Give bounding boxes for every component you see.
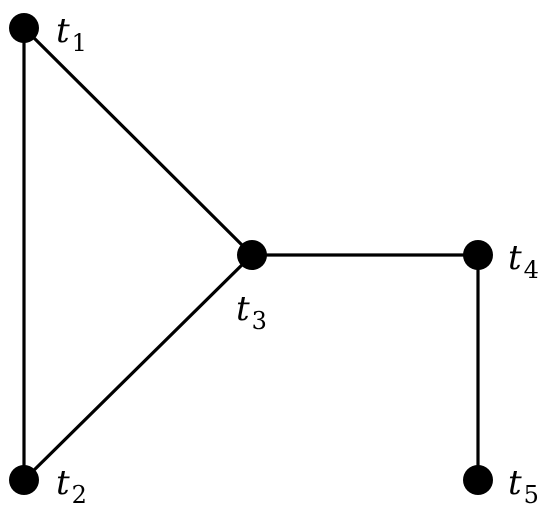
node-t5 — [463, 465, 493, 495]
node-label-subscript: 3 — [252, 307, 267, 335]
node-t1 — [9, 13, 39, 43]
node-t4 — [463, 240, 493, 270]
node-label-base: t — [56, 11, 70, 51]
node-label-subscript: 5 — [524, 481, 539, 509]
node-label-t3: t3 — [236, 289, 267, 335]
node-t2 — [9, 465, 39, 495]
node-t3 — [237, 240, 267, 270]
graph-nodes — [9, 13, 493, 495]
graph-edges — [22, 26, 480, 482]
node-label-t2: t2 — [56, 463, 87, 509]
node-label-subscript: 1 — [72, 29, 87, 57]
node-label-t4: t4 — [508, 238, 539, 284]
node-label-base: t — [56, 463, 70, 503]
edge-t1-t3 — [22, 26, 254, 257]
node-label-subscript: 2 — [72, 481, 87, 509]
node-label-base: t — [236, 289, 250, 329]
edge-t2-t3 — [22, 253, 254, 482]
node-label-t1: t1 — [56, 11, 87, 57]
node-label-base: t — [508, 238, 522, 278]
node-label-subscript: 4 — [524, 256, 539, 284]
node-label-t5: t5 — [508, 463, 539, 509]
node-label-base: t — [508, 463, 522, 503]
